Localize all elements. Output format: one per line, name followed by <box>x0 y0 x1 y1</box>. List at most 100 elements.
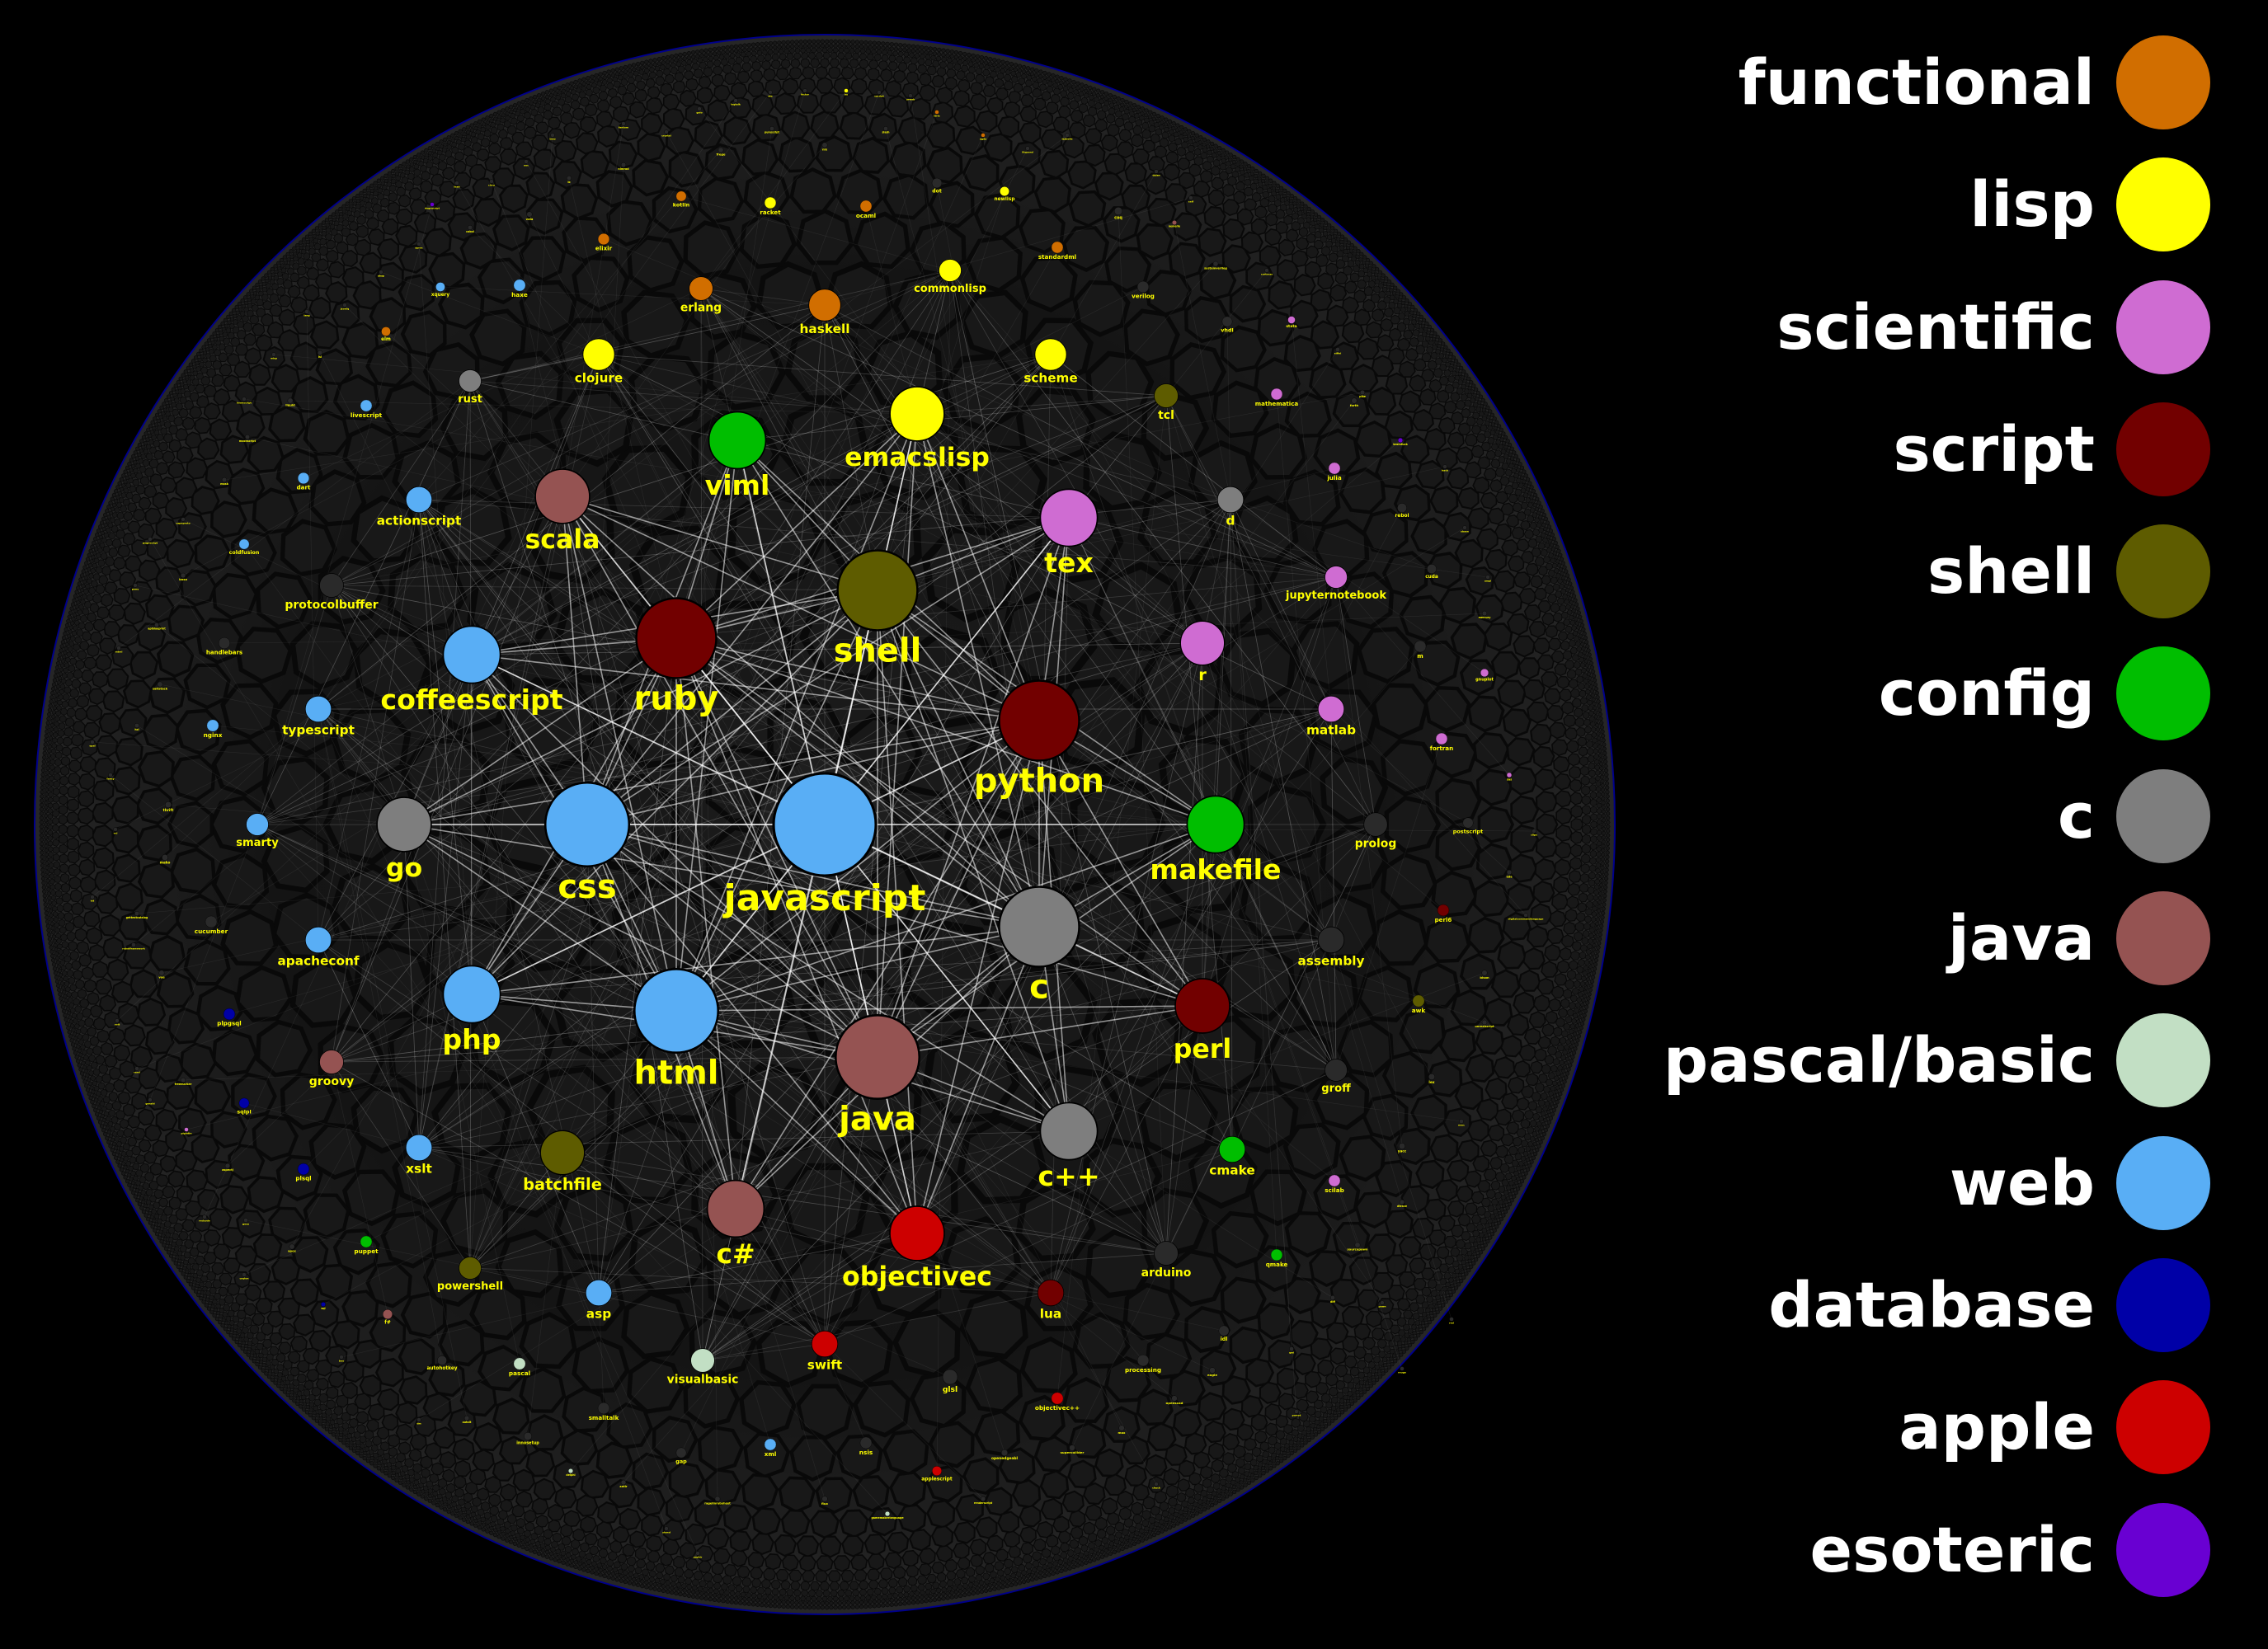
tile <box>1291 221 1301 232</box>
tile <box>1031 1551 1042 1562</box>
tile <box>451 1495 459 1503</box>
tile <box>123 498 130 506</box>
tile <box>1229 1085 1299 1154</box>
tile <box>1586 972 1592 978</box>
tile <box>674 1567 685 1577</box>
tile <box>117 1091 131 1105</box>
tile <box>202 1294 208 1299</box>
tile <box>83 979 97 993</box>
tile <box>43 834 49 840</box>
tile <box>1533 1048 1547 1062</box>
tile <box>627 235 685 294</box>
tile <box>1582 994 1587 998</box>
tile <box>218 343 226 350</box>
tile <box>1263 556 1332 626</box>
tile <box>1451 411 1464 425</box>
tile <box>266 1353 274 1361</box>
tile <box>176 446 194 464</box>
tile <box>1158 124 1165 130</box>
tile <box>66 850 80 864</box>
tile <box>256 298 264 307</box>
tile <box>854 44 860 49</box>
tile <box>1029 1572 1035 1578</box>
tile <box>142 1182 150 1191</box>
tile <box>213 336 219 342</box>
tile <box>203 1229 221 1247</box>
tile <box>595 1441 633 1479</box>
tile <box>1268 1339 1297 1369</box>
tile <box>153 449 164 460</box>
tile <box>78 858 96 876</box>
tile <box>525 102 530 108</box>
tile <box>815 1590 823 1598</box>
tile <box>1040 1497 1063 1521</box>
tile <box>1481 1237 1487 1242</box>
tile <box>1516 1097 1530 1111</box>
tile <box>1284 200 1291 206</box>
tile <box>255 571 313 630</box>
tile <box>354 238 371 256</box>
tile <box>742 55 751 63</box>
tile <box>994 1561 1004 1571</box>
tile <box>66 785 80 799</box>
tile <box>235 1334 241 1339</box>
tile <box>678 57 683 62</box>
tile <box>1528 1011 1546 1028</box>
tile <box>1302 209 1308 214</box>
tile <box>1372 1380 1376 1385</box>
tile <box>67 646 73 652</box>
tile <box>802 44 808 49</box>
tile <box>464 1481 478 1495</box>
tile <box>68 759 82 773</box>
tile <box>111 512 118 519</box>
tile <box>1130 1501 1144 1515</box>
tile <box>939 61 947 68</box>
tile <box>170 396 175 402</box>
tile <box>199 1281 205 1288</box>
tile <box>1556 597 1565 605</box>
tile <box>1260 178 1266 184</box>
tile <box>755 1598 760 1603</box>
tile <box>1572 941 1582 951</box>
tile <box>78 604 85 610</box>
tile <box>53 942 58 948</box>
tile <box>1067 1566 1072 1571</box>
tile <box>271 272 275 277</box>
tile <box>1178 1459 1196 1478</box>
tile <box>662 92 680 110</box>
tile <box>1485 548 1508 572</box>
tile <box>1418 1324 1423 1329</box>
tile <box>233 1331 238 1336</box>
tile <box>1213 1501 1218 1506</box>
tile <box>724 53 730 59</box>
tile <box>641 112 664 136</box>
tile <box>1498 1186 1506 1193</box>
tile <box>327 261 346 279</box>
tile <box>213 1243 231 1261</box>
tile <box>570 1539 581 1549</box>
tile <box>1563 1022 1571 1031</box>
tile <box>555 94 562 101</box>
tile <box>1286 1433 1294 1441</box>
tile <box>1398 360 1416 378</box>
tile <box>45 774 50 780</box>
tile <box>1549 721 1567 740</box>
tile <box>1376 1369 1382 1374</box>
tile <box>1036 110 1054 129</box>
tile <box>634 1567 642 1575</box>
tile <box>1476 1244 1482 1249</box>
tile <box>1588 762 1596 770</box>
tile <box>1513 463 1519 469</box>
tile <box>570 100 581 110</box>
tile <box>648 63 653 68</box>
tile <box>685 78 699 92</box>
tile <box>341 1290 379 1327</box>
tile <box>45 865 49 871</box>
tile <box>149 1195 157 1203</box>
tile <box>352 201 357 206</box>
tile <box>56 937 62 944</box>
tile <box>1383 296 1391 303</box>
tile <box>227 320 232 325</box>
tile <box>1600 783 1606 788</box>
tile <box>849 1595 855 1602</box>
